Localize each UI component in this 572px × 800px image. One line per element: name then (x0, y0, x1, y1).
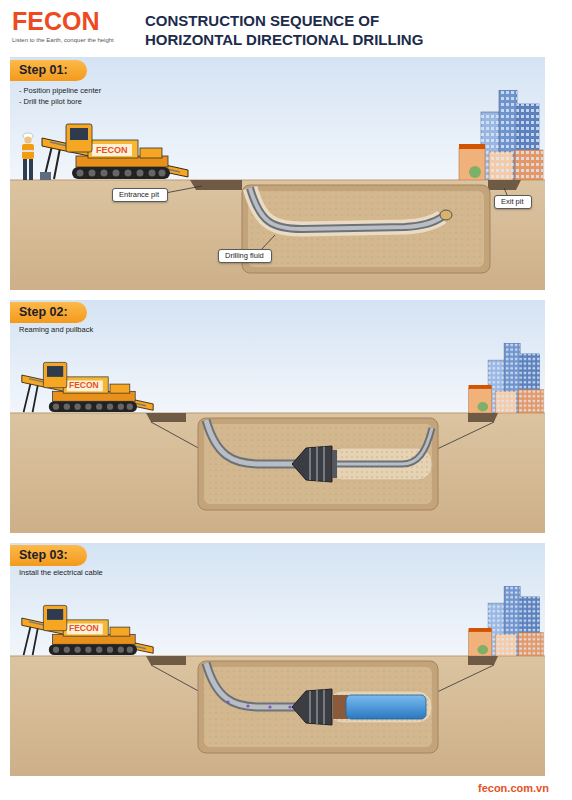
entrance-pit (146, 656, 186, 665)
reamer (292, 689, 332, 725)
rig-brand: FECON (96, 146, 128, 156)
step-two-scene (10, 300, 545, 533)
reamer-part (332, 450, 337, 478)
step-panel: Install the electrical cable Step 03: (10, 543, 545, 776)
drill-pipe (206, 420, 300, 464)
callout-box: Exit pit (494, 195, 532, 209)
reamed-hole (328, 691, 432, 723)
callout-label: Exit pit (501, 197, 524, 207)
logo-tagline: Listen to the Earth, conquer the height (12, 37, 114, 44)
control-unit (40, 172, 51, 180)
pilot-pipe (250, 188, 442, 229)
callout-box: Drilling fluid (218, 249, 272, 263)
guide-line (151, 665, 202, 693)
step-label: Step 01: (19, 63, 68, 77)
step-one-scene-part (10, 180, 545, 290)
logo-wordmark: FECON (12, 8, 100, 36)
rig-brand: FECON (69, 624, 99, 633)
step-one-scene-part (250, 188, 442, 229)
website-url: fecon.com.vn (478, 782, 549, 794)
description-block: Install the electrical cable (19, 568, 103, 579)
step-three-scene (10, 543, 545, 776)
reamer (292, 446, 337, 482)
step-description: - Drill the pilot bore (19, 97, 101, 108)
flow-mark (226, 700, 229, 703)
callout-label: Drilling fluid (225, 251, 264, 261)
step-tab: Step 01: (10, 60, 87, 81)
title: CONSTRUCTION SEQUENCE OF HORIZONTAL DIRE… (145, 12, 475, 50)
drill-pipe (206, 663, 300, 707)
bore-section (242, 185, 490, 273)
step-label: Step 02: (19, 305, 68, 319)
step-description: Install the electrical cable (19, 568, 103, 579)
step-panel: Reaming and pullback Step 02: (10, 300, 545, 533)
step-panel: - Position pipeline center- Drill the pi… (10, 57, 545, 290)
step-two-scene-part (10, 413, 545, 533)
step-two-scene-part (330, 428, 432, 464)
step-description: Reaming and pullback (19, 325, 93, 336)
city-buildings (459, 90, 543, 180)
step-one-scene (10, 57, 545, 290)
step-two-scene-part (10, 300, 545, 413)
drill-pipe (330, 428, 432, 464)
guide-line (435, 665, 494, 693)
cable-duct (346, 695, 426, 719)
step-two-scene-part (10, 413, 545, 414)
step-two-scene-part (206, 420, 300, 464)
city-buildings (469, 343, 544, 413)
reamer-part (292, 446, 332, 482)
drilling-fluid (250, 188, 442, 229)
step-label: Step 03: (19, 548, 68, 562)
bore-section (198, 661, 438, 753)
guide-line (151, 422, 202, 450)
guide-line (435, 422, 494, 450)
entrance-pit (190, 180, 242, 190)
step-one-scene-part (10, 57, 545, 180)
worker (22, 133, 34, 180)
exit-pit (468, 413, 498, 422)
description-block: - Position pipeline center- Drill the pi… (19, 86, 101, 107)
step-three-scene-part (10, 543, 545, 656)
step-tab: Step 03: (10, 545, 87, 566)
bore-section (198, 418, 438, 510)
city-buildings (469, 586, 544, 656)
reamer-part (292, 689, 332, 725)
step-tab: Step 02: (10, 302, 87, 323)
step-three-scene-part (206, 663, 300, 707)
description-block: Reaming and pullback (19, 325, 93, 336)
flow-mark (288, 705, 291, 708)
drilling-rig (42, 124, 188, 179)
drill-head (440, 210, 452, 220)
step-three-scene-part (10, 656, 545, 657)
step-description: - Position pipeline center (19, 86, 101, 97)
drilling-rig (22, 362, 153, 412)
flow-mark (268, 705, 271, 708)
reamer-part (310, 447, 324, 482)
drilling-rig (22, 605, 153, 655)
rig-brand: FECON (69, 381, 99, 390)
callout-box: Entrance pit (112, 188, 168, 202)
step-three-scene-part (10, 656, 545, 776)
flow-mark (246, 704, 249, 707)
callout-label: Entrance pit (119, 190, 159, 200)
exit-pit (468, 656, 498, 665)
reamer-part (310, 690, 324, 725)
entrance-pit (146, 413, 186, 422)
